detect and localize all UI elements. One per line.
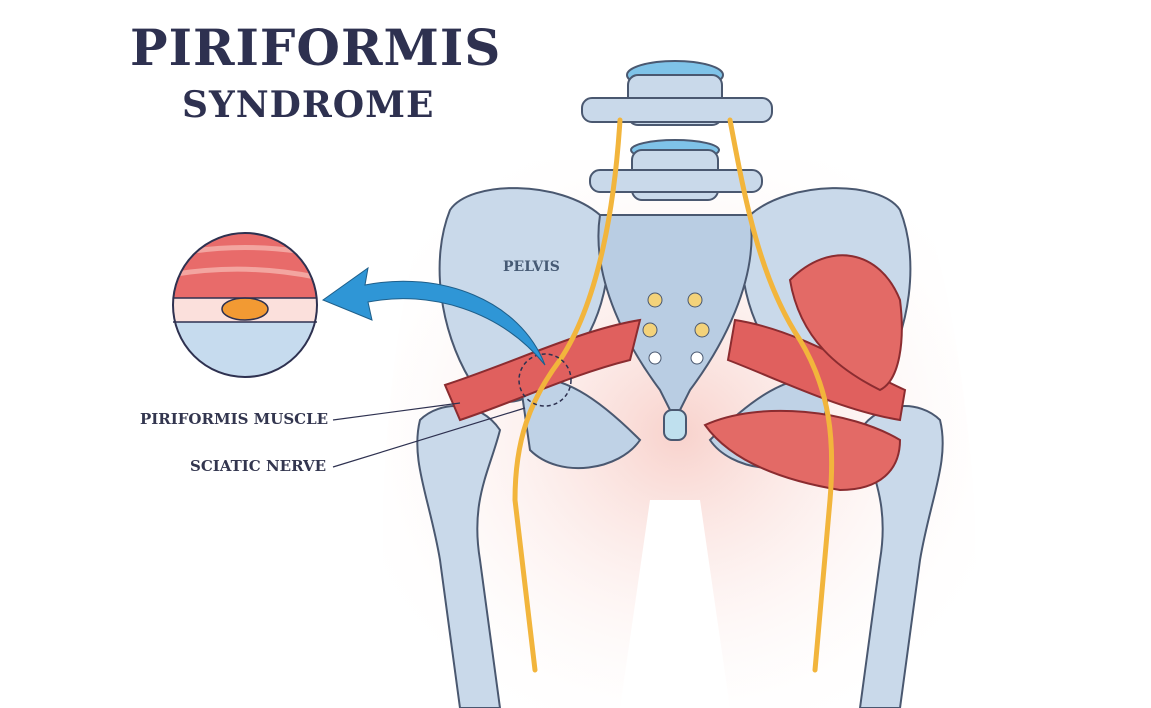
zoom-arrow (321, 266, 546, 366)
coccyx (663, 409, 687, 441)
sacral-foramina (642, 292, 710, 365)
title-line-2: SYNDROME (182, 84, 435, 126)
right-gluteal-muscles (788, 254, 903, 392)
sacrum (597, 214, 753, 423)
sciatic-nerve-label: SCIATIC NERVE (190, 457, 327, 475)
pelvis-label: PELVIS (503, 259, 560, 275)
cross-section-inset (173, 233, 317, 377)
left-piriformis-muscle (443, 318, 642, 422)
sciatic-leader-line (332, 407, 526, 468)
sciatic-nerves (512, 117, 835, 673)
right-lower-muscles (703, 409, 902, 492)
zoom-focus-circle (518, 353, 572, 407)
spine (581, 60, 773, 201)
piriformis-muscle-label: PIRIFORMIS MUSCLE (140, 410, 329, 428)
title-line-1: PIRIFORMIS (130, 18, 502, 77)
piriformis-leader-line (332, 402, 461, 421)
